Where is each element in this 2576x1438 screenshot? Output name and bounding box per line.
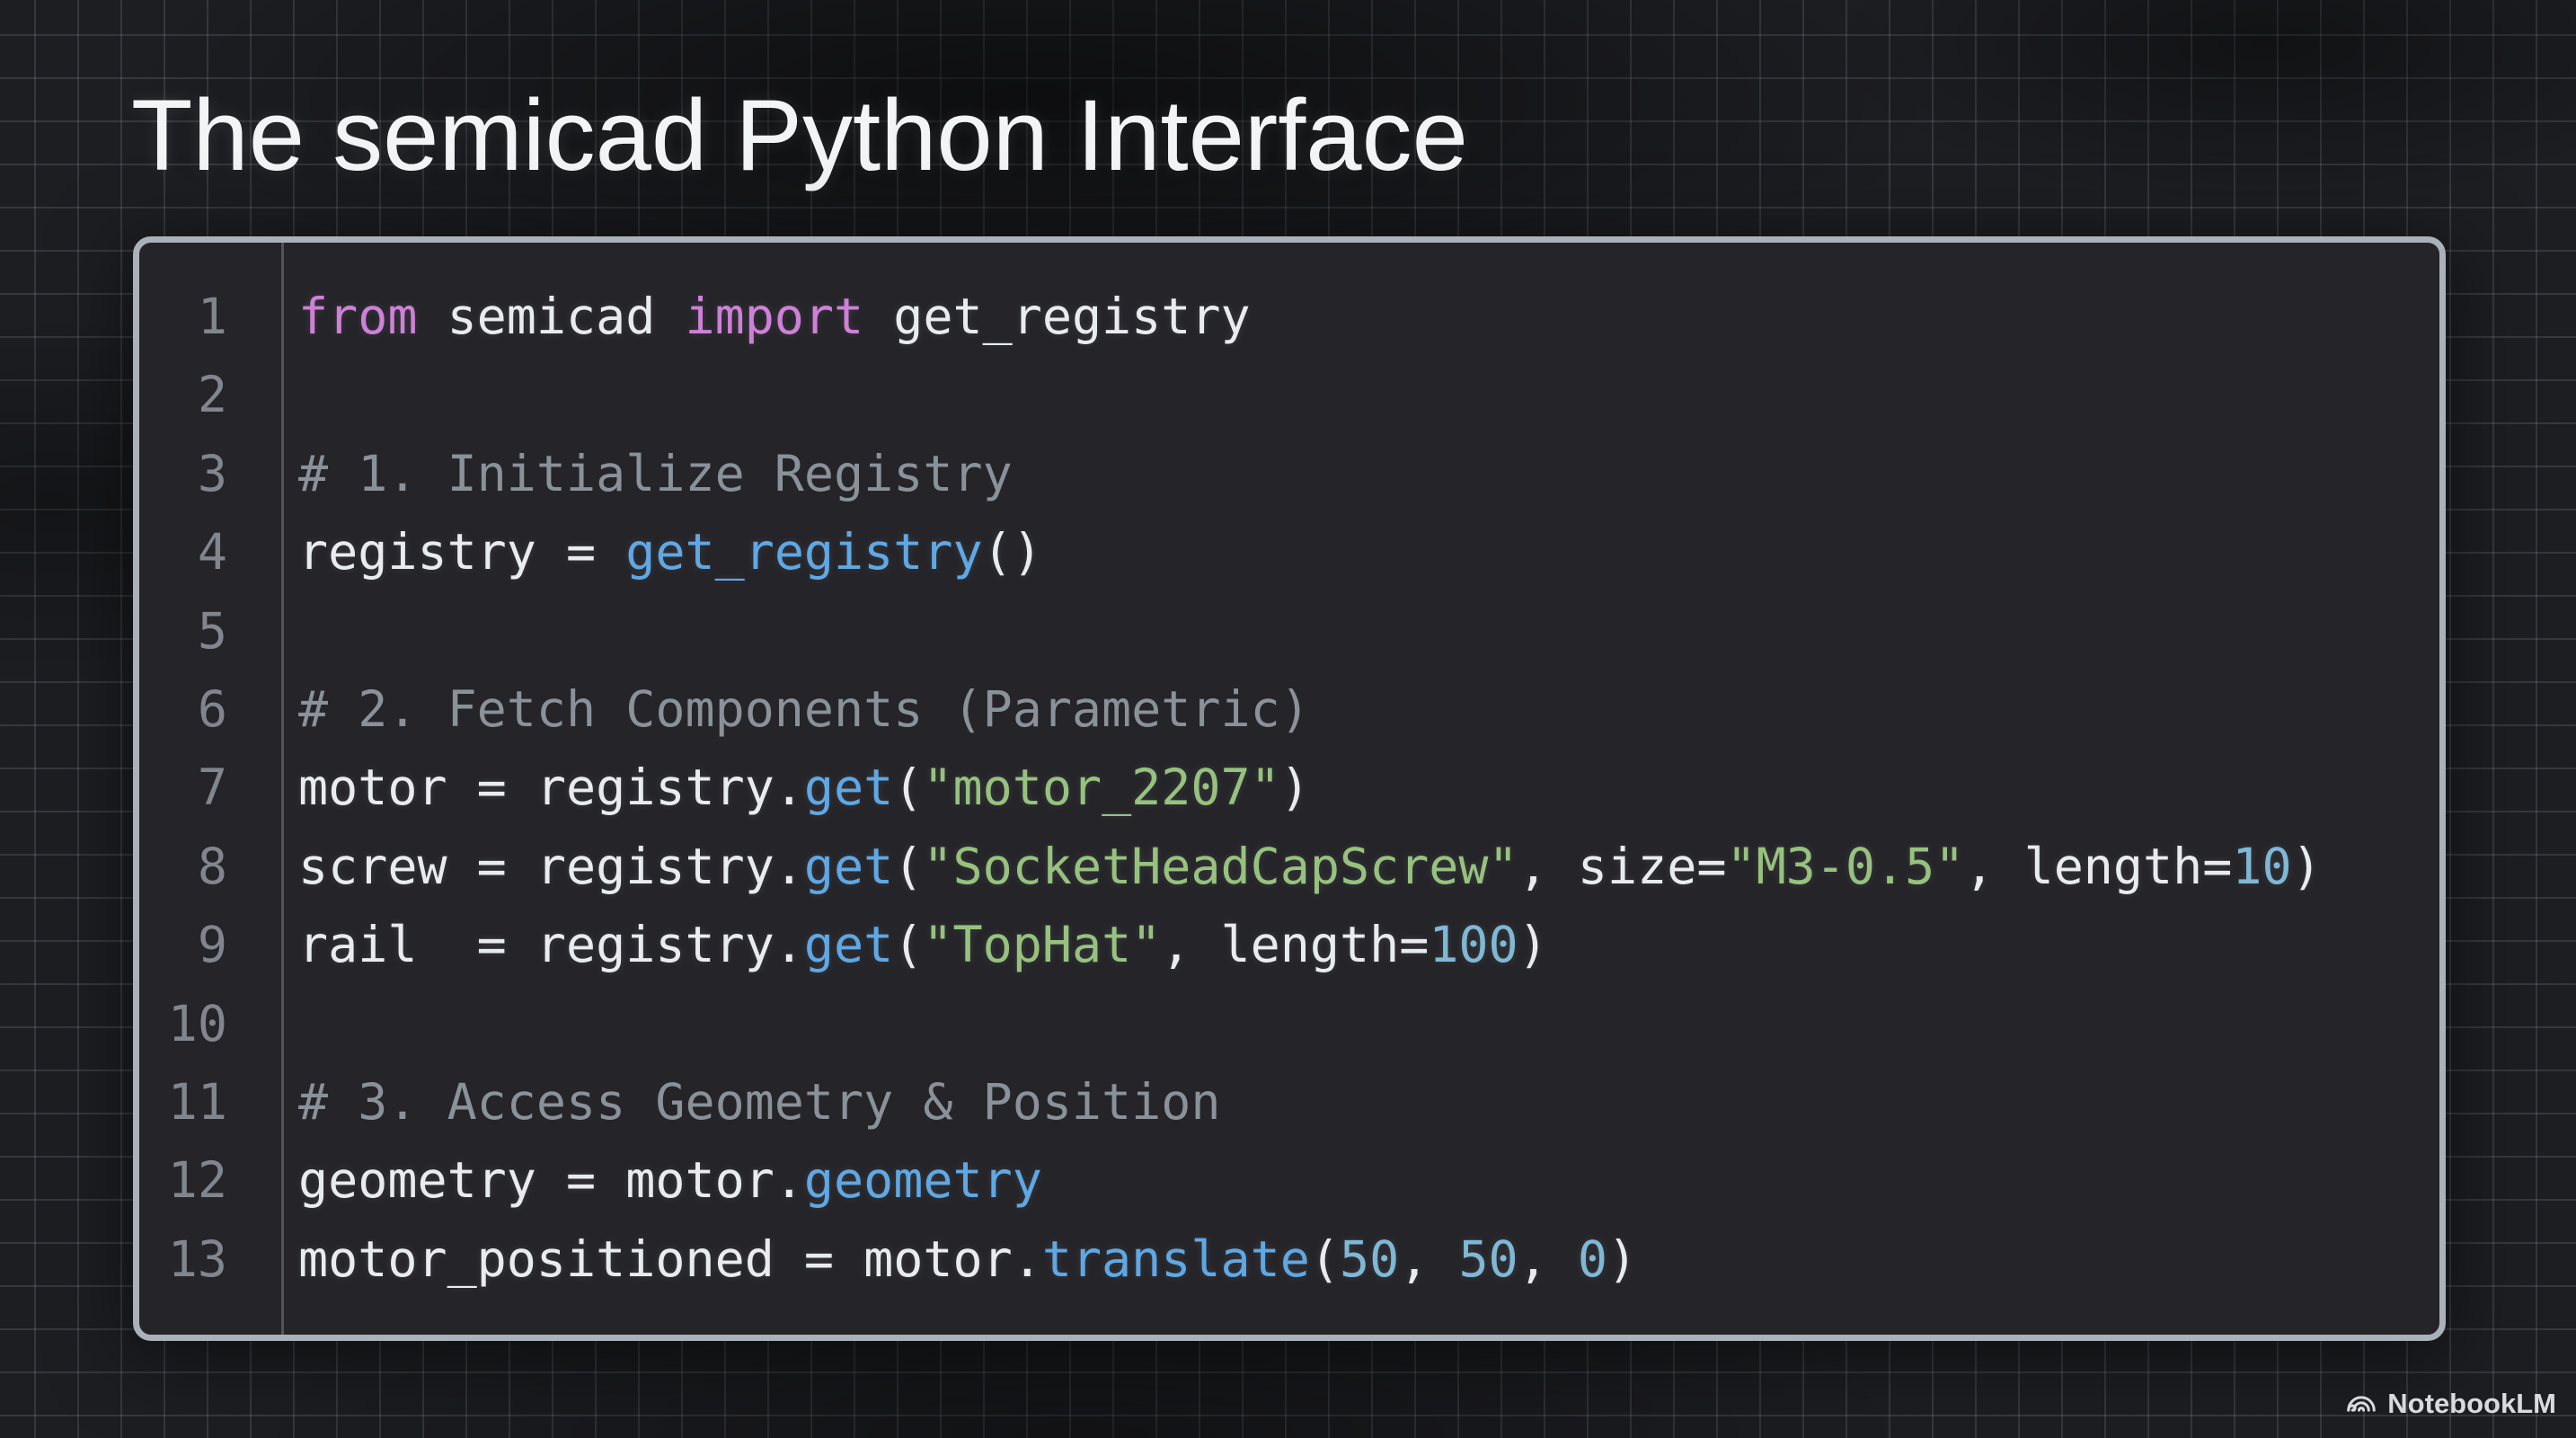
code-token: get — [803, 759, 894, 817]
code-line: screw = registry.get("SocketHeadCapScrew… — [298, 828, 2439, 906]
page-title: The semicad Python Interface — [131, 79, 1468, 191]
line-number: 2 — [197, 366, 227, 424]
code-token: from — [298, 288, 418, 345]
code-line: # 1. Initialize Registry — [298, 435, 2439, 513]
code-token: translate — [1041, 1229, 1310, 1288]
code-token: import — [685, 288, 864, 345]
code-token: ( — [1309, 1229, 1340, 1288]
code-token: 100 — [1429, 916, 1518, 974]
code-token: 10 — [2232, 837, 2292, 895]
code-line: # 2. Fetch Components (Parametric) — [298, 670, 2439, 749]
line-number: 10 — [167, 994, 227, 1052]
code-token: geometry = motor. — [298, 1151, 804, 1210]
code-line — [298, 592, 2439, 670]
code-token: , — [1518, 1229, 1578, 1288]
code-token: screw = registry. — [298, 837, 804, 895]
code-token: get — [803, 837, 894, 895]
code-token: ) — [2291, 837, 2322, 895]
line-number: 3 — [197, 444, 227, 502]
line-number: 1 — [197, 288, 227, 345]
notebooklm-watermark: NotebookLM — [2344, 1387, 2556, 1421]
code-token: # 3. Access Geometry & Position — [298, 1072, 1221, 1131]
code-token: get_registry — [863, 288, 1251, 345]
code-token: "motor_2207" — [923, 759, 1280, 817]
code-token: # 1. Initialize Registry — [298, 444, 1013, 502]
code-line: from semicad import get_registry — [298, 278, 2439, 356]
code-token: "TopHat" — [923, 916, 1162, 974]
code-token: ( — [893, 759, 924, 817]
code-token: 50 — [1339, 1229, 1400, 1288]
notebooklm-logo-icon — [2347, 1396, 2377, 1412]
code-token: registry = — [298, 523, 626, 581]
code-line: # 3. Access Geometry & Position — [298, 1063, 2439, 1141]
code-line: motor = registry.get("motor_2207") — [298, 749, 2439, 827]
line-number: 5 — [197, 601, 227, 660]
code-line: rail = registry.get("TopHat", length=100… — [298, 906, 2439, 984]
code-line: motor_positioned = motor.translate(50, 5… — [298, 1221, 2439, 1299]
line-number: 13 — [167, 1229, 227, 1288]
code-token: "SocketHeadCapScrew" — [923, 837, 1518, 895]
code-token: motor = registry. — [298, 759, 804, 817]
code-token: 50 — [1458, 1229, 1518, 1288]
notebooklm-label: NotebookLM — [2387, 1388, 2556, 1419]
code-token: ( — [893, 837, 924, 895]
code-token: motor_positioned = motor. — [298, 1229, 1042, 1288]
code-token: "M3-0.5" — [1726, 837, 1965, 895]
line-number: 7 — [197, 759, 227, 817]
code-token: 0 — [1577, 1229, 1608, 1288]
code-line — [298, 985, 2439, 1063]
code-token: get_registry — [625, 523, 983, 581]
code-line: geometry = motor.geometry — [298, 1141, 2439, 1220]
code-token: , size= — [1518, 837, 1727, 895]
code-token: , — [1399, 1229, 1459, 1288]
code-token: ( — [893, 916, 924, 974]
code-token: ) — [1518, 916, 1548, 974]
code-token: , length= — [1161, 916, 1430, 974]
code-token: # 2. Fetch Components (Parametric) — [298, 679, 1310, 738]
line-number: 9 — [197, 916, 227, 974]
code-line — [298, 356, 2439, 434]
code-line: registry = get_registry() — [298, 513, 2439, 591]
code-token: get — [803, 916, 894, 974]
line-number: 4 — [197, 523, 227, 581]
line-number: 12 — [167, 1151, 227, 1210]
line-number: 11 — [167, 1072, 227, 1131]
code-token: semicad — [417, 288, 686, 345]
line-number: 6 — [197, 679, 227, 738]
line-number: 8 — [197, 837, 227, 895]
code-token: () — [982, 523, 1042, 581]
code-token: geometry — [803, 1151, 1042, 1210]
code-token: rail = registry. — [298, 916, 804, 974]
code-area: from semicad import get_registry # 1. Ini… — [284, 243, 2439, 1335]
code-token: ) — [1279, 759, 1310, 817]
code-token: ) — [1607, 1229, 1638, 1288]
code-token: , length= — [1964, 837, 2233, 895]
